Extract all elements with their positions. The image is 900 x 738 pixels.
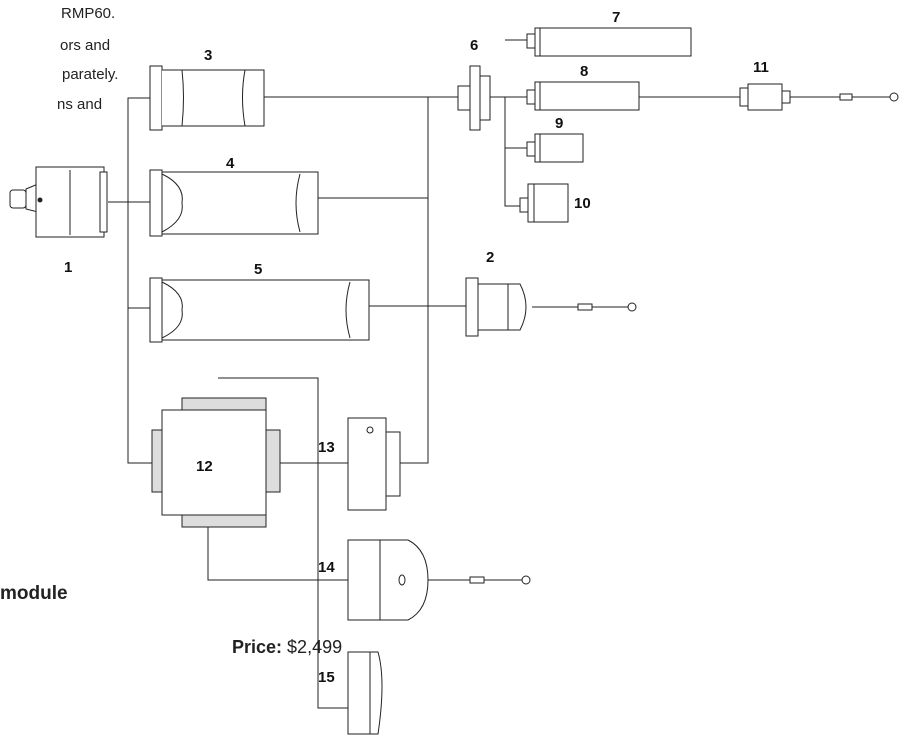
intro-line-3: parately. bbox=[62, 66, 119, 83]
callout-1: 1 bbox=[64, 259, 72, 276]
component-13 bbox=[347, 417, 401, 511]
callout-15: 15 bbox=[318, 669, 335, 686]
component-6 bbox=[457, 65, 491, 131]
component-14 bbox=[347, 539, 531, 621]
callout-8: 8 bbox=[580, 63, 588, 80]
intro-line-1: RMP60. bbox=[61, 5, 116, 22]
intro-line-4: ns and bbox=[57, 96, 103, 113]
component-10 bbox=[519, 183, 569, 223]
link-12-to-14 bbox=[207, 525, 348, 581]
callout-3: 3 bbox=[204, 47, 212, 64]
branch-6 bbox=[490, 96, 523, 207]
callout-14: 14 bbox=[318, 559, 335, 576]
component-1 bbox=[9, 166, 108, 238]
callout-9: 9 bbox=[555, 115, 563, 132]
callout-2: 2 bbox=[486, 249, 494, 266]
link-12-to-15 bbox=[218, 377, 348, 709]
intro-line-2: ors and bbox=[60, 37, 111, 54]
callout-7: 7 bbox=[612, 9, 620, 26]
callout-13: 13 bbox=[318, 439, 335, 456]
component-8 bbox=[526, 81, 640, 111]
callout-10: 10 bbox=[574, 195, 591, 212]
component-7 bbox=[526, 27, 692, 57]
callout-11: 11 bbox=[753, 59, 769, 76]
component-4 bbox=[149, 169, 319, 237]
price-row: Price: $2,499 bbox=[232, 637, 342, 658]
component-15 bbox=[347, 651, 383, 735]
bus-vertical bbox=[398, 97, 429, 464]
component-11 bbox=[739, 83, 899, 111]
callout-12: 12 bbox=[196, 458, 213, 475]
trunk-line bbox=[127, 97, 155, 464]
component-9 bbox=[526, 133, 584, 163]
callout-5: 5 bbox=[254, 261, 262, 278]
component-2 bbox=[465, 277, 637, 337]
price-label: Price: bbox=[232, 637, 283, 657]
section-heading: module bbox=[0, 583, 68, 604]
component-12 bbox=[151, 397, 281, 528]
callout-6: 6 bbox=[470, 37, 478, 54]
component-5 bbox=[149, 277, 370, 343]
component-3 bbox=[149, 65, 265, 131]
price-value: $2,499 bbox=[287, 637, 343, 657]
callout-4: 4 bbox=[226, 155, 235, 172]
